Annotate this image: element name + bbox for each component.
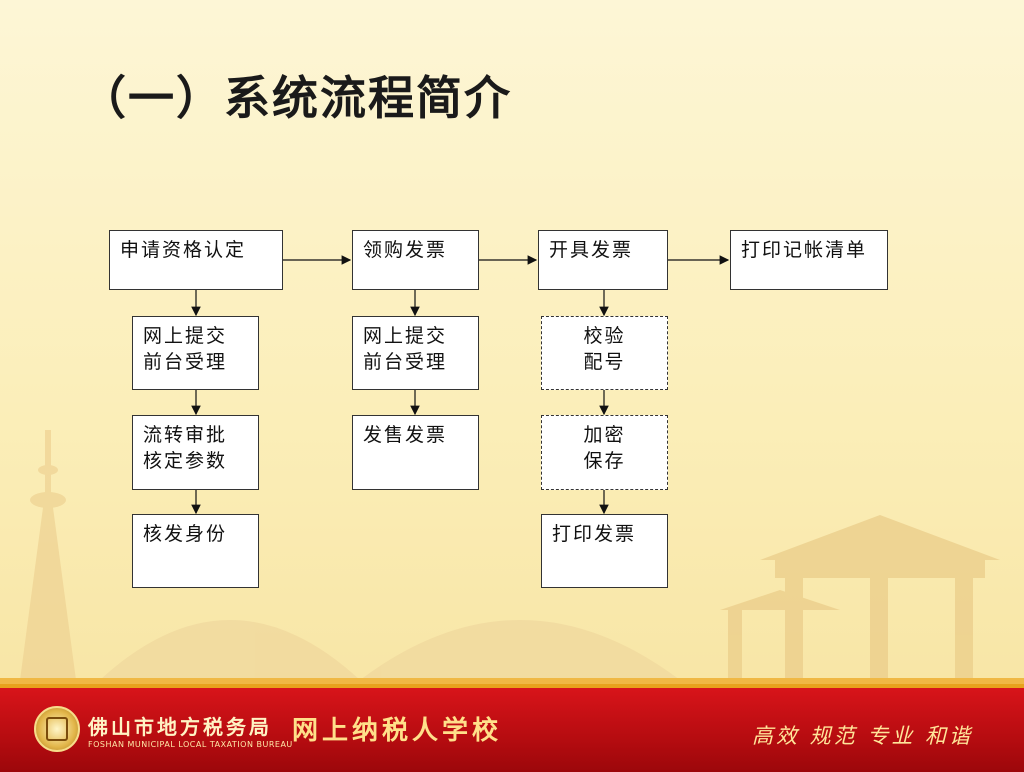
box-s3-print-invoice: 打印发票 — [541, 514, 668, 588]
footer-banner — [0, 684, 1024, 772]
box-purchase-invoice: 领购发票 — [352, 230, 479, 290]
box-s1-online-submit: 网上提交 前台受理 — [132, 316, 259, 390]
bureau-name: 佛山市地方税务局 — [88, 715, 272, 739]
box-print-ledger: 打印记帐清单 — [730, 230, 888, 290]
bureau-logo-icon — [34, 706, 80, 752]
box-apply-qualification: 申请资格认定 — [109, 230, 283, 290]
box-s2-online-submit: 网上提交 前台受理 — [352, 316, 479, 390]
box-issue-invoice: 开具发票 — [538, 230, 668, 290]
footer-stripe — [0, 678, 1024, 684]
box-s1-issue-identity: 核发身份 — [132, 514, 259, 588]
box-s3-encrypt: 加密 保存 — [541, 415, 668, 490]
school-name: 网上纳税人学校 — [292, 716, 503, 746]
box-s1-approval: 流转审批 核定参数 — [132, 415, 259, 490]
bureau-name-en: FOSHAN MUNICIPAL LOCAL TAXATION BUREAU — [88, 740, 293, 749]
box-s3-verify: 校验 配号 — [541, 316, 668, 390]
box-s2-sell-invoice: 发售发票 — [352, 415, 479, 490]
slide-title: （一）系统流程简介 — [80, 71, 512, 125]
motto: 高效 规范 专业 和谐 — [752, 724, 974, 748]
